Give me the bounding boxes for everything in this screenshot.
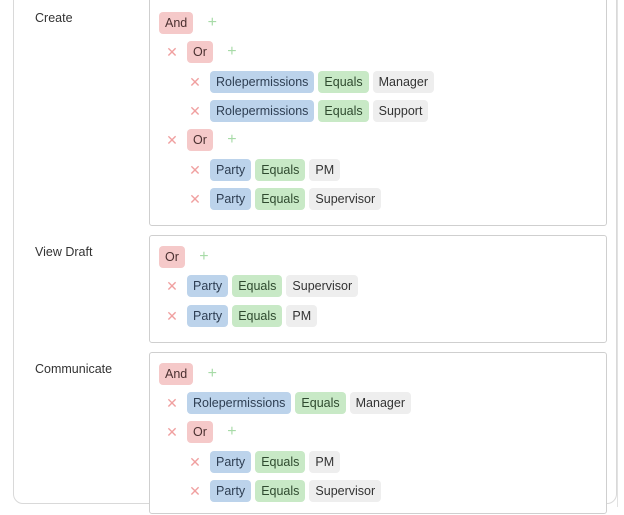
plus-icon[interactable]: + — [207, 14, 217, 31]
x-icon[interactable]: ✕ — [189, 482, 201, 499]
field-chip[interactable]: Party — [210, 480, 252, 502]
section-label-view-draft: View Draft — [35, 245, 93, 259]
value-chip[interactable]: Supervisor — [309, 480, 382, 502]
comparator-chip[interactable]: Equals — [318, 71, 369, 93]
x-icon[interactable]: ✕ — [166, 394, 178, 411]
comparator-chip[interactable]: Equals — [255, 480, 306, 502]
x-icon[interactable]: ✕ — [166, 277, 178, 294]
x-icon[interactable]: ✕ — [189, 190, 201, 207]
operator-chip[interactable]: Or — [187, 129, 213, 151]
comparator-chip[interactable]: Equals — [232, 305, 283, 327]
field-chip[interactable]: Rolepermissions — [187, 392, 292, 414]
rule-row: ✕ Party Equals Supervisor — [188, 188, 385, 210]
plus-icon[interactable]: + — [227, 131, 237, 148]
rule-row: ✕ Party Equals PM — [188, 159, 344, 181]
value-chip[interactable]: Supervisor — [286, 275, 359, 297]
plus-icon[interactable]: + — [227, 43, 237, 60]
value-chip[interactable]: PM — [286, 305, 318, 327]
rule-row: ✕ Party Equals PM — [165, 305, 321, 327]
field-chip[interactable]: Party — [187, 305, 229, 327]
value-chip[interactable]: PM — [309, 159, 341, 181]
group-row: ✕ Or + — [165, 41, 239, 63]
value-chip[interactable]: Manager — [372, 71, 434, 93]
x-icon[interactable]: ✕ — [189, 453, 201, 470]
panel-divider — [617, 0, 618, 507]
rule-row: ✕ Party Equals Supervisor — [188, 480, 385, 502]
x-icon[interactable]: ✕ — [166, 423, 178, 440]
comparator-chip[interactable]: Equals — [232, 275, 283, 297]
operator-chip[interactable]: Or — [187, 421, 213, 443]
value-chip[interactable]: Manager — [349, 392, 411, 414]
rule-row: ✕ Party Equals PM — [188, 451, 344, 473]
group-row: ✕ Or + — [165, 129, 239, 151]
value-chip[interactable]: Supervisor — [309, 188, 382, 210]
value-chip[interactable]: PM — [309, 451, 341, 473]
operator-chip[interactable]: Or — [159, 246, 185, 268]
plus-icon[interactable]: + — [199, 248, 209, 265]
root-operator-row-communicate: And + — [159, 363, 219, 385]
field-chip[interactable]: Rolepermissions — [210, 100, 315, 122]
field-chip[interactable]: Rolepermissions — [210, 71, 315, 93]
group-row: ✕ Or + — [165, 421, 239, 443]
operator-chip[interactable]: And — [159, 12, 194, 34]
field-chip[interactable]: Party — [187, 275, 229, 297]
operator-chip[interactable]: And — [159, 363, 194, 385]
value-chip[interactable]: Support — [372, 100, 429, 122]
comparator-chip[interactable]: Equals — [295, 392, 346, 414]
operator-chip[interactable]: Or — [187, 41, 213, 63]
x-icon[interactable]: ✕ — [189, 73, 201, 90]
x-icon[interactable]: ✕ — [166, 43, 178, 60]
section-label-create: Create — [35, 11, 73, 25]
root-operator-row-create: And + — [159, 12, 219, 34]
section-label-communicate: Communicate — [35, 362, 113, 376]
rule-row: ✕ Rolepermissions Equals Manager — [188, 71, 438, 93]
comparator-chip[interactable]: Equals — [255, 188, 306, 210]
field-chip[interactable]: Party — [210, 159, 252, 181]
comparator-chip[interactable]: Equals — [255, 159, 306, 181]
rule-row: ✕ Rolepermissions Equals Manager — [165, 392, 415, 414]
x-icon[interactable]: ✕ — [166, 307, 178, 324]
rule-row: ✕ Party Equals Supervisor — [165, 275, 362, 297]
x-icon[interactable]: ✕ — [166, 131, 178, 148]
rule-row: ✕ Rolepermissions Equals Support — [188, 100, 432, 122]
field-chip[interactable]: Party — [210, 188, 252, 210]
root-operator-row-view-draft: Or + — [159, 246, 211, 268]
comparator-chip[interactable]: Equals — [318, 100, 369, 122]
field-chip[interactable]: Party — [210, 451, 252, 473]
x-icon[interactable]: ✕ — [189, 161, 201, 178]
plus-icon[interactable]: + — [207, 365, 217, 382]
plus-icon[interactable]: + — [227, 423, 237, 440]
x-icon[interactable]: ✕ — [189, 102, 201, 119]
comparator-chip[interactable]: Equals — [255, 451, 306, 473]
